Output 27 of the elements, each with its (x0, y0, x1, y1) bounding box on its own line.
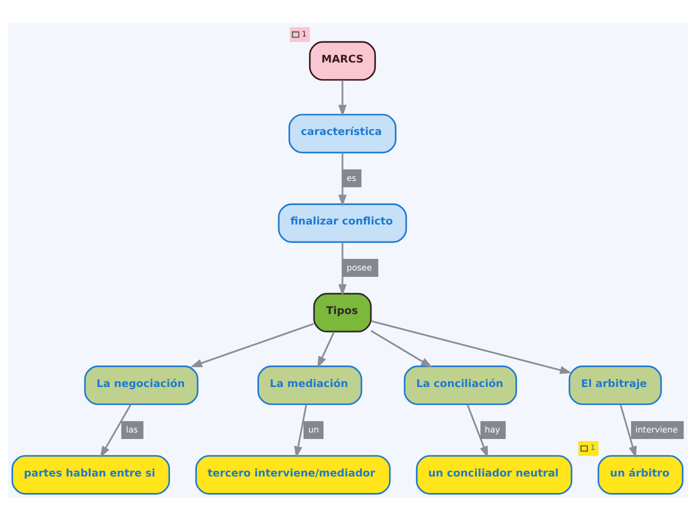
arrow (317, 331, 335, 368)
edge-label: posee (346, 262, 372, 272)
arrow (466, 404, 488, 458)
node-box: tercero interviene/mediador (195, 454, 391, 494)
node-box: La mediación (257, 365, 362, 405)
arrow (338, 152, 347, 206)
node-box: característica (288, 113, 396, 153)
node-box: El arbitraje (568, 365, 662, 405)
node-box: Tipos (313, 292, 372, 332)
arrow (370, 320, 572, 374)
arrow (620, 404, 637, 458)
edge-label: interviene (635, 424, 678, 434)
edge-label: es (346, 172, 356, 182)
node-box: partes hablan entre si (12, 454, 170, 494)
arrow (294, 404, 308, 458)
edge-label: las (126, 424, 138, 434)
node-box: un conciliador neutral (416, 454, 572, 494)
node-box: La negociación (84, 365, 198, 405)
arrow (338, 242, 347, 296)
arrow (100, 404, 132, 458)
node-box: La conciliación (404, 365, 518, 405)
arrow (370, 330, 433, 368)
edge-label: hay (484, 424, 500, 434)
edge-label: un (308, 424, 319, 434)
arrow (190, 322, 314, 367)
arrow (338, 80, 347, 116)
node-box: finalizar conflicto (278, 202, 407, 242)
